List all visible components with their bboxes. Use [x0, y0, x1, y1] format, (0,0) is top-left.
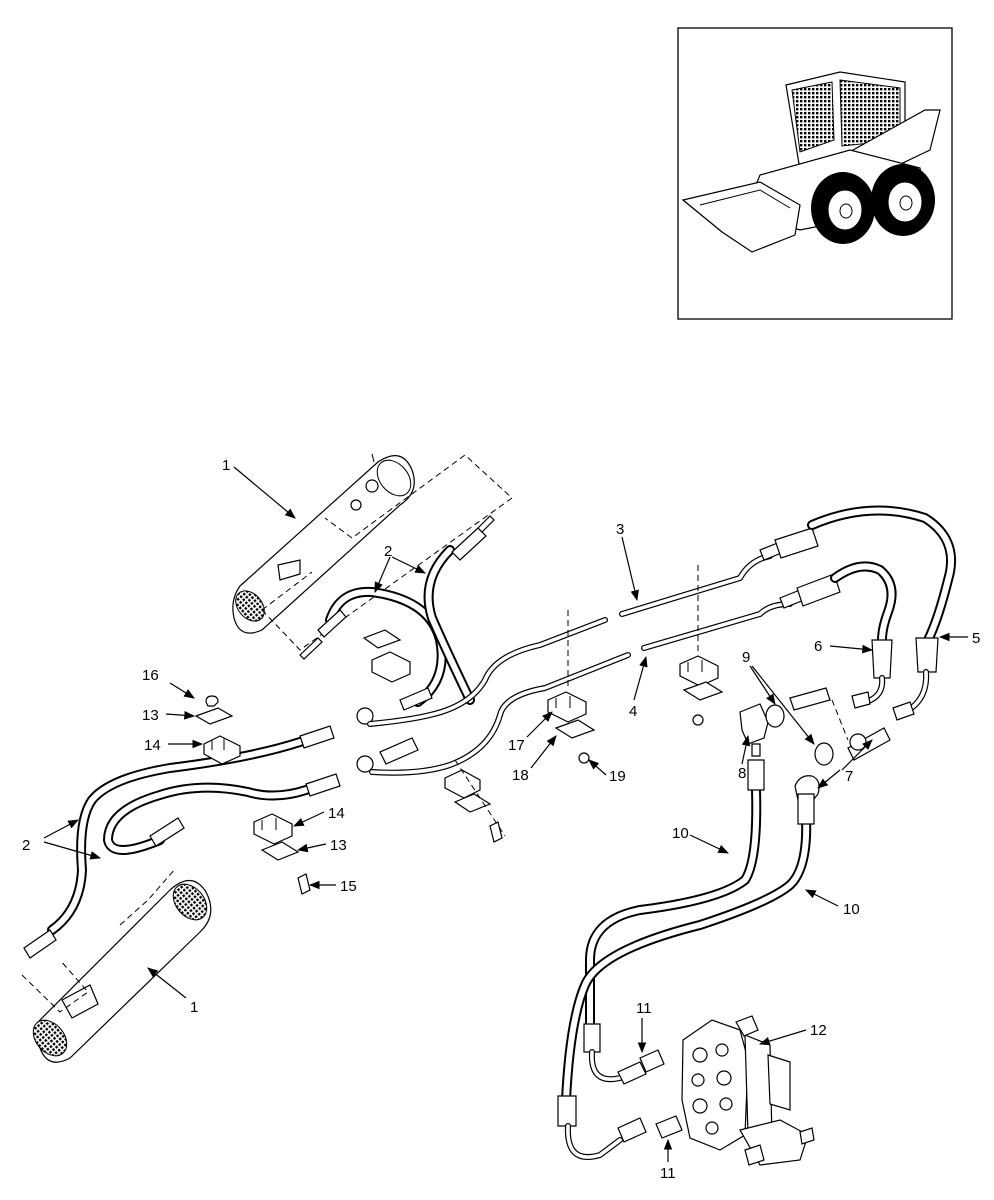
lower-cylinder-outline [21, 959, 89, 1013]
hose-lower-b [103, 782, 311, 855]
leader-lines [43, 466, 968, 1162]
hose-10-b [557, 793, 815, 1161]
control-valve-12 [681, 1015, 815, 1166]
elbow-fitting-7 [789, 687, 891, 805]
callout-15: 15 [340, 878, 357, 895]
callout-13-left: 13 [142, 707, 159, 724]
callout-7: 7 [845, 768, 853, 785]
callout-14-left: 14 [144, 737, 161, 754]
callout-11-lower: 11 [660, 1165, 676, 1182]
callout-6: 6 [814, 638, 822, 655]
callout-2-lower: 2 [22, 837, 30, 854]
clamp-set-center [444, 759, 506, 843]
callout-5: 5 [972, 630, 980, 647]
callout-2-upper: 2 [384, 543, 392, 560]
upper-cylinder-outline [261, 454, 513, 651]
clamp-set-17-18 [547, 610, 596, 764]
lift-cylinder-lower [32, 879, 212, 1063]
clamp-set-left-upper [194, 695, 241, 765]
adapter-11-upper [617, 1049, 665, 1085]
callout-3: 3 [616, 521, 624, 538]
hose-cylinder-upper-base [423, 545, 475, 705]
callout-1-upper: 1 [222, 457, 230, 474]
callout-13-lower: 13 [330, 837, 347, 854]
tube-fittings [759, 527, 841, 609]
o-rings-9 [765, 704, 834, 766]
hose-6 [830, 561, 897, 709]
callout-4: 4 [629, 703, 637, 720]
callout-11-upper: 11 [636, 1000, 652, 1017]
hose-fittings [23, 515, 495, 959]
inset-front-wheel [811, 172, 875, 244]
lift-cylinder-upper [232, 453, 415, 634]
callout-10-upper: 10 [672, 825, 689, 842]
callout-17: 17 [508, 737, 525, 754]
callout-16: 16 [142, 667, 159, 684]
adapter-11-lower [617, 1115, 683, 1143]
skid-steer-loader-icon [681, 71, 941, 253]
hose-10-a [583, 759, 765, 1083]
callout-numbers: 1 2 3 4 5 6 7 8 9 10 10 11 11 12 13 13 1… [22, 457, 980, 1182]
callout-14-lower: 14 [328, 805, 345, 822]
callout-18: 18 [512, 767, 529, 784]
elbow-fitting-8 [739, 703, 769, 757]
callout-8: 8 [738, 765, 746, 782]
callout-10-lower: 10 [843, 901, 860, 918]
clamp-set-right [679, 565, 724, 726]
inset-rear-wheel [871, 164, 935, 236]
callout-1-lower: 1 [190, 999, 198, 1016]
clamp-set-upper-middle [362, 629, 411, 683]
callout-19: 19 [609, 768, 626, 785]
callout-9: 9 [742, 649, 750, 666]
hose-cylinder-upper-rod [325, 586, 447, 707]
hose-5 [807, 505, 957, 721]
clamp-set-lower-middle [253, 813, 311, 895]
callout-12: 12 [810, 1022, 827, 1039]
